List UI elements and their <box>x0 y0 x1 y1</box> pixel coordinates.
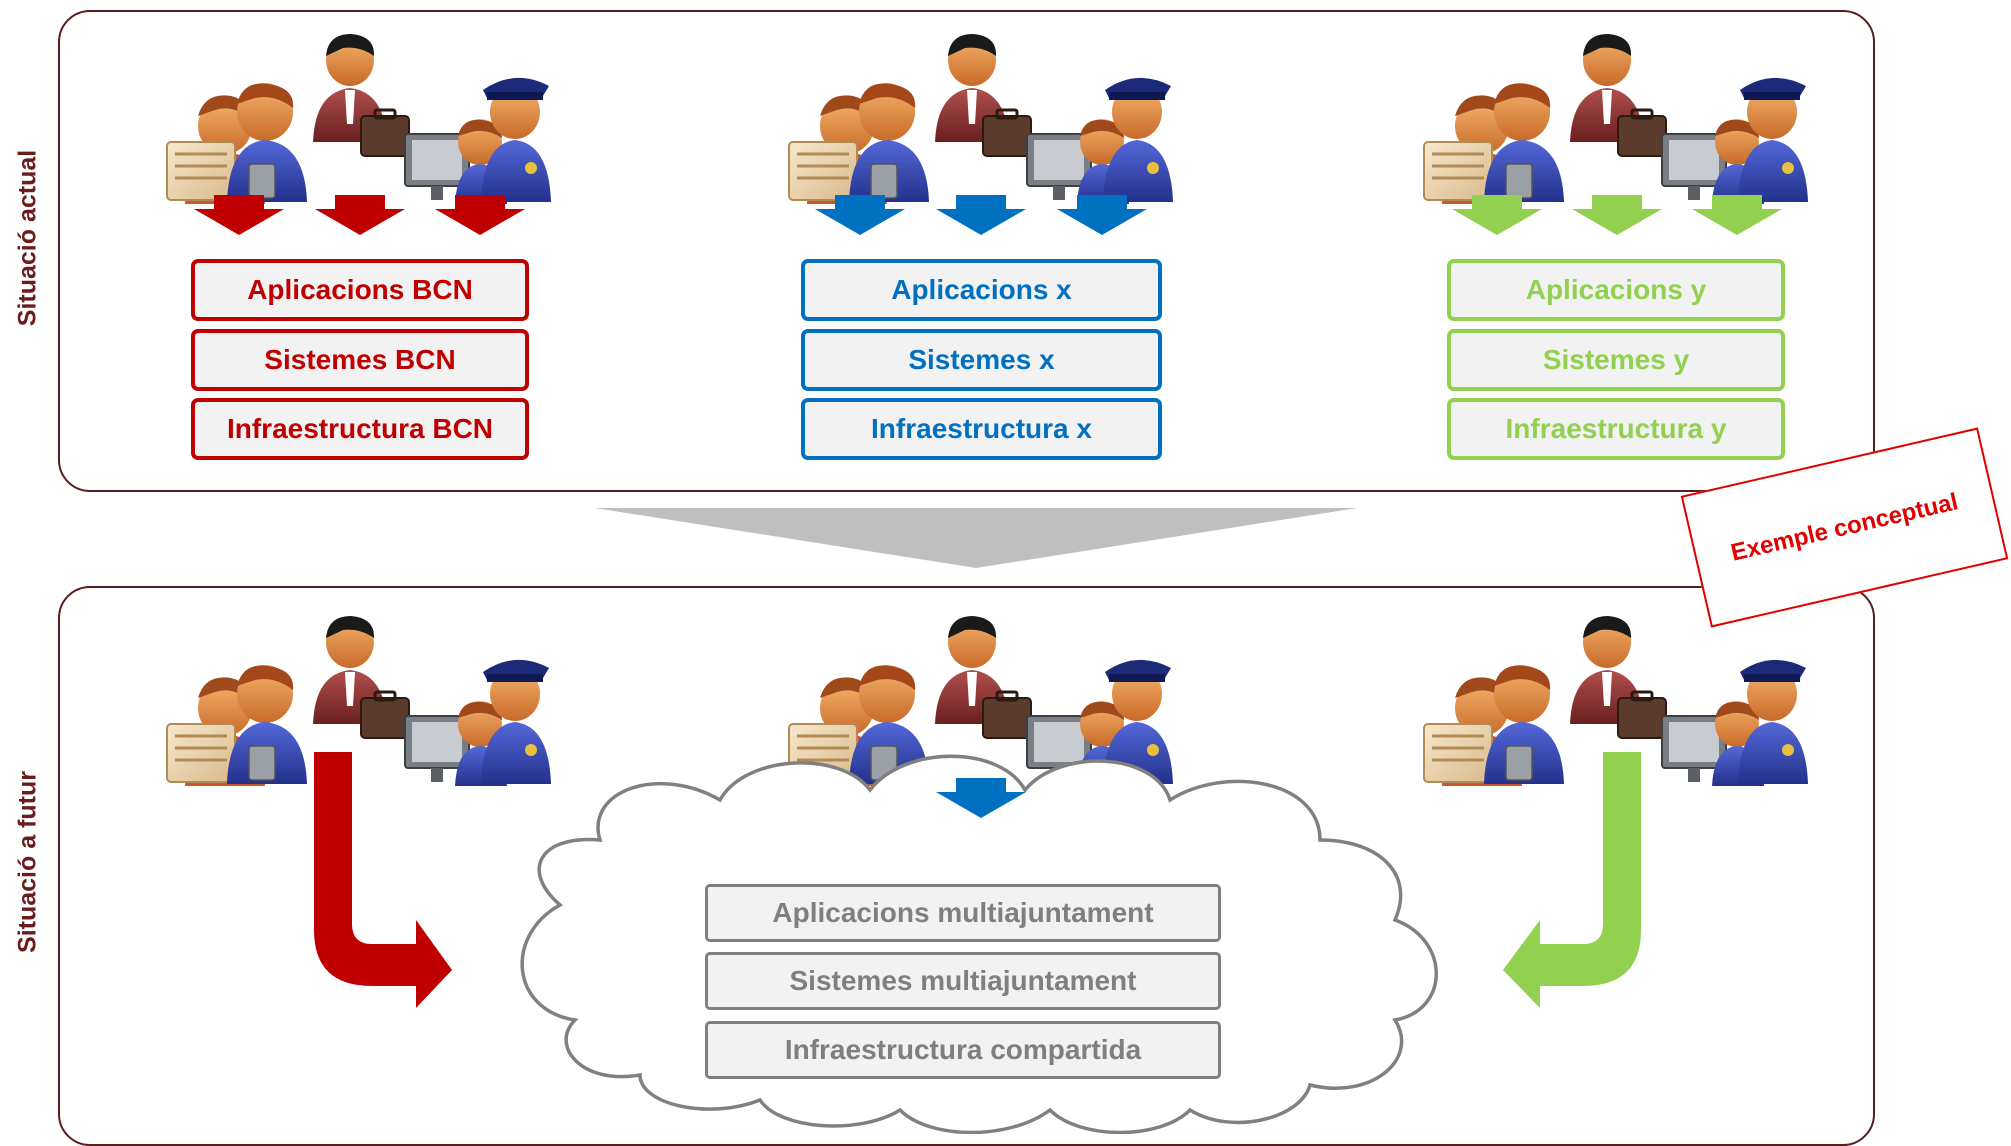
current-situation-label: Situació actual <box>13 149 42 327</box>
layer-box-applications-bcn: Aplicacions BCN <box>191 259 529 321</box>
layer-box-systems-shared: Sistemes multiajuntament <box>705 952 1221 1010</box>
layer-box-infrastructure-x: Infraestructura x <box>801 398 1162 460</box>
future-situation-label: Situació a futur <box>13 771 42 953</box>
layer-box-infrastructure-bcn: Infraestructura BCN <box>191 398 529 460</box>
users-group-icon <box>165 616 555 786</box>
layer-box-applications-y: Aplicacions y <box>1447 259 1785 321</box>
users-group-icon <box>787 34 1177 204</box>
users-group-icon <box>165 34 555 204</box>
layer-box-applications-x: Aplicacions x <box>801 259 1162 321</box>
layer-box-systems-y: Sistemes y <box>1447 329 1785 391</box>
layer-box-infrastructure-shared: Infraestructura compartida <box>705 1021 1221 1079</box>
layer-box-systems-bcn: Sistemes BCN <box>191 329 529 391</box>
users-group-icon <box>1422 616 1812 786</box>
stamp-label: Exemple conceptual <box>1728 487 1961 567</box>
layer-box-systems-x: Sistemes x <box>801 329 1162 391</box>
layer-box-applications-shared: Aplicacions multiajuntament <box>705 884 1221 942</box>
layer-box-infrastructure-y: Infraestructura y <box>1447 398 1785 460</box>
users-group-icon <box>1422 34 1812 204</box>
users-group-icon <box>787 616 1177 786</box>
